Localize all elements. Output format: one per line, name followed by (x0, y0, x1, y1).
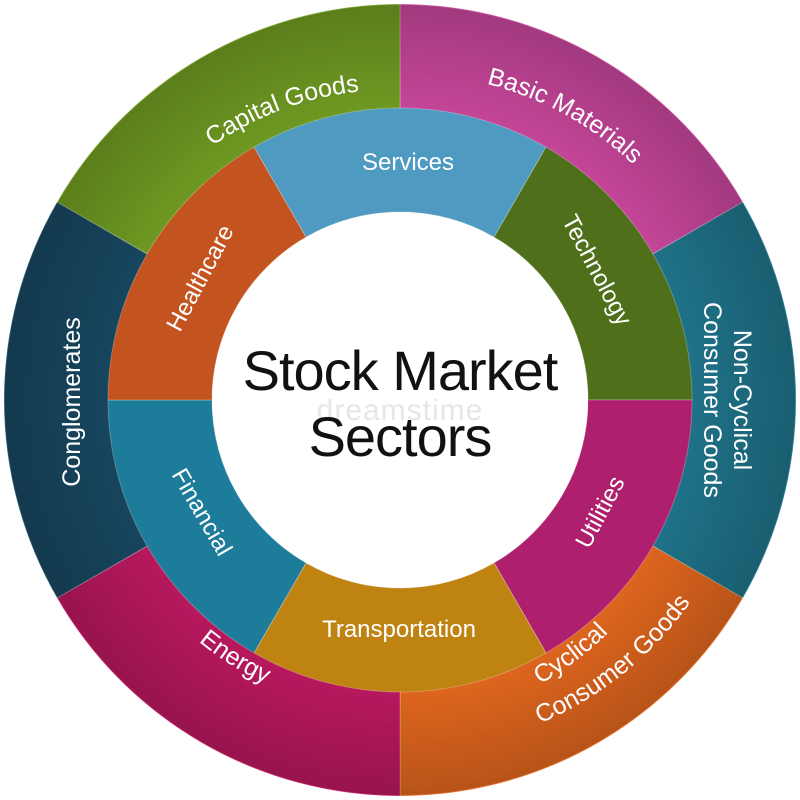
title-line-2: Sectors (309, 405, 492, 468)
label-conglomerates: Conglomerates (58, 317, 86, 487)
watermark-text: dreamstime (317, 394, 484, 427)
label-non-cyclical-line-2: Consumer Goods (698, 302, 726, 498)
center-disc (212, 212, 588, 588)
label-non-cyclical-line-1: Non-Cyclical (728, 330, 756, 470)
label-transportation: Transportation (322, 616, 476, 643)
label-services: Services (362, 149, 454, 176)
inner-ring (107, 107, 693, 693)
title-line-1: Stock Market (243, 339, 559, 402)
